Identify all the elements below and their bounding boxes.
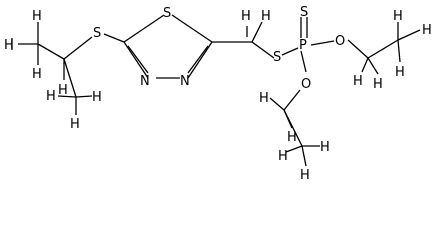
nitrogen-atom-left: N [140, 74, 150, 89]
sulfur-atom-ring: S [163, 6, 171, 21]
bond [397, 29, 421, 41]
bond [75, 95, 93, 98]
bond [63, 36, 93, 60]
hydrogen-atom: H [241, 9, 251, 24]
hydrogen-atom: H [4, 38, 14, 53]
bond [187, 45, 209, 74]
oxygen-atom-lower: O [301, 77, 311, 92]
bond [37, 43, 65, 60]
bond [269, 97, 285, 111]
hydrogen-atom: H [300, 168, 310, 183]
oxygen-atom-upper: O [335, 34, 345, 49]
hydrogen-atom: H [259, 91, 269, 106]
bond [361, 57, 369, 73]
bonds [11, 14, 421, 167]
sulfur-atom-thioether: S [273, 50, 281, 65]
molecule-structure: S S N N S P S O O H H H H H H H H H H H … [4, 5, 432, 183]
sulfur-atom-thiono: S [300, 5, 308, 20]
hydrogen-atom: H [287, 130, 297, 145]
bond [397, 39, 401, 63]
bond [283, 109, 303, 147]
nitrogen-atom-right: N [180, 74, 190, 89]
hydrogen-atom: H [278, 149, 288, 164]
bond [301, 145, 307, 167]
bond [103, 33, 125, 43]
hydrogen-atom: H [92, 90, 102, 105]
bond [347, 39, 369, 59]
bond [310, 40, 335, 46]
hydrogen-atom: H [422, 23, 432, 38]
bond [123, 41, 149, 79]
hydrogen-atom: H [395, 65, 405, 80]
bond [367, 57, 379, 75]
hydrogen-atom: H [261, 9, 271, 24]
bond [123, 14, 165, 43]
hydrogen-atom: H [353, 74, 363, 89]
bond [187, 41, 213, 79]
hydrogen-atom: H [373, 77, 383, 92]
bond [285, 145, 303, 153]
bond [127, 45, 149, 74]
hydrogen-atom: H [58, 83, 68, 98]
bond [300, 50, 307, 73]
sulfur-atom-isopropylthio: S [93, 26, 101, 41]
bond [171, 14, 213, 43]
phosphorus-atom: P [299, 38, 307, 53]
bond [281, 47, 299, 56]
hydrogen-atom: H [46, 89, 56, 104]
hydrogen-atom: H [320, 140, 330, 155]
bond [367, 39, 399, 59]
bond [57, 95, 77, 98]
hydrogen-atom: H [393, 9, 403, 24]
bond [283, 89, 301, 111]
hydrogen-atom: H [32, 67, 42, 82]
hydrogen-atom: H [32, 9, 42, 24]
bond [251, 21, 263, 43]
bond [251, 41, 275, 59]
atom-labels: S S N N S P S O O H H H H H H H H H H H … [4, 5, 432, 183]
bond [63, 58, 77, 98]
hydrogen-atom: H [70, 117, 80, 132]
